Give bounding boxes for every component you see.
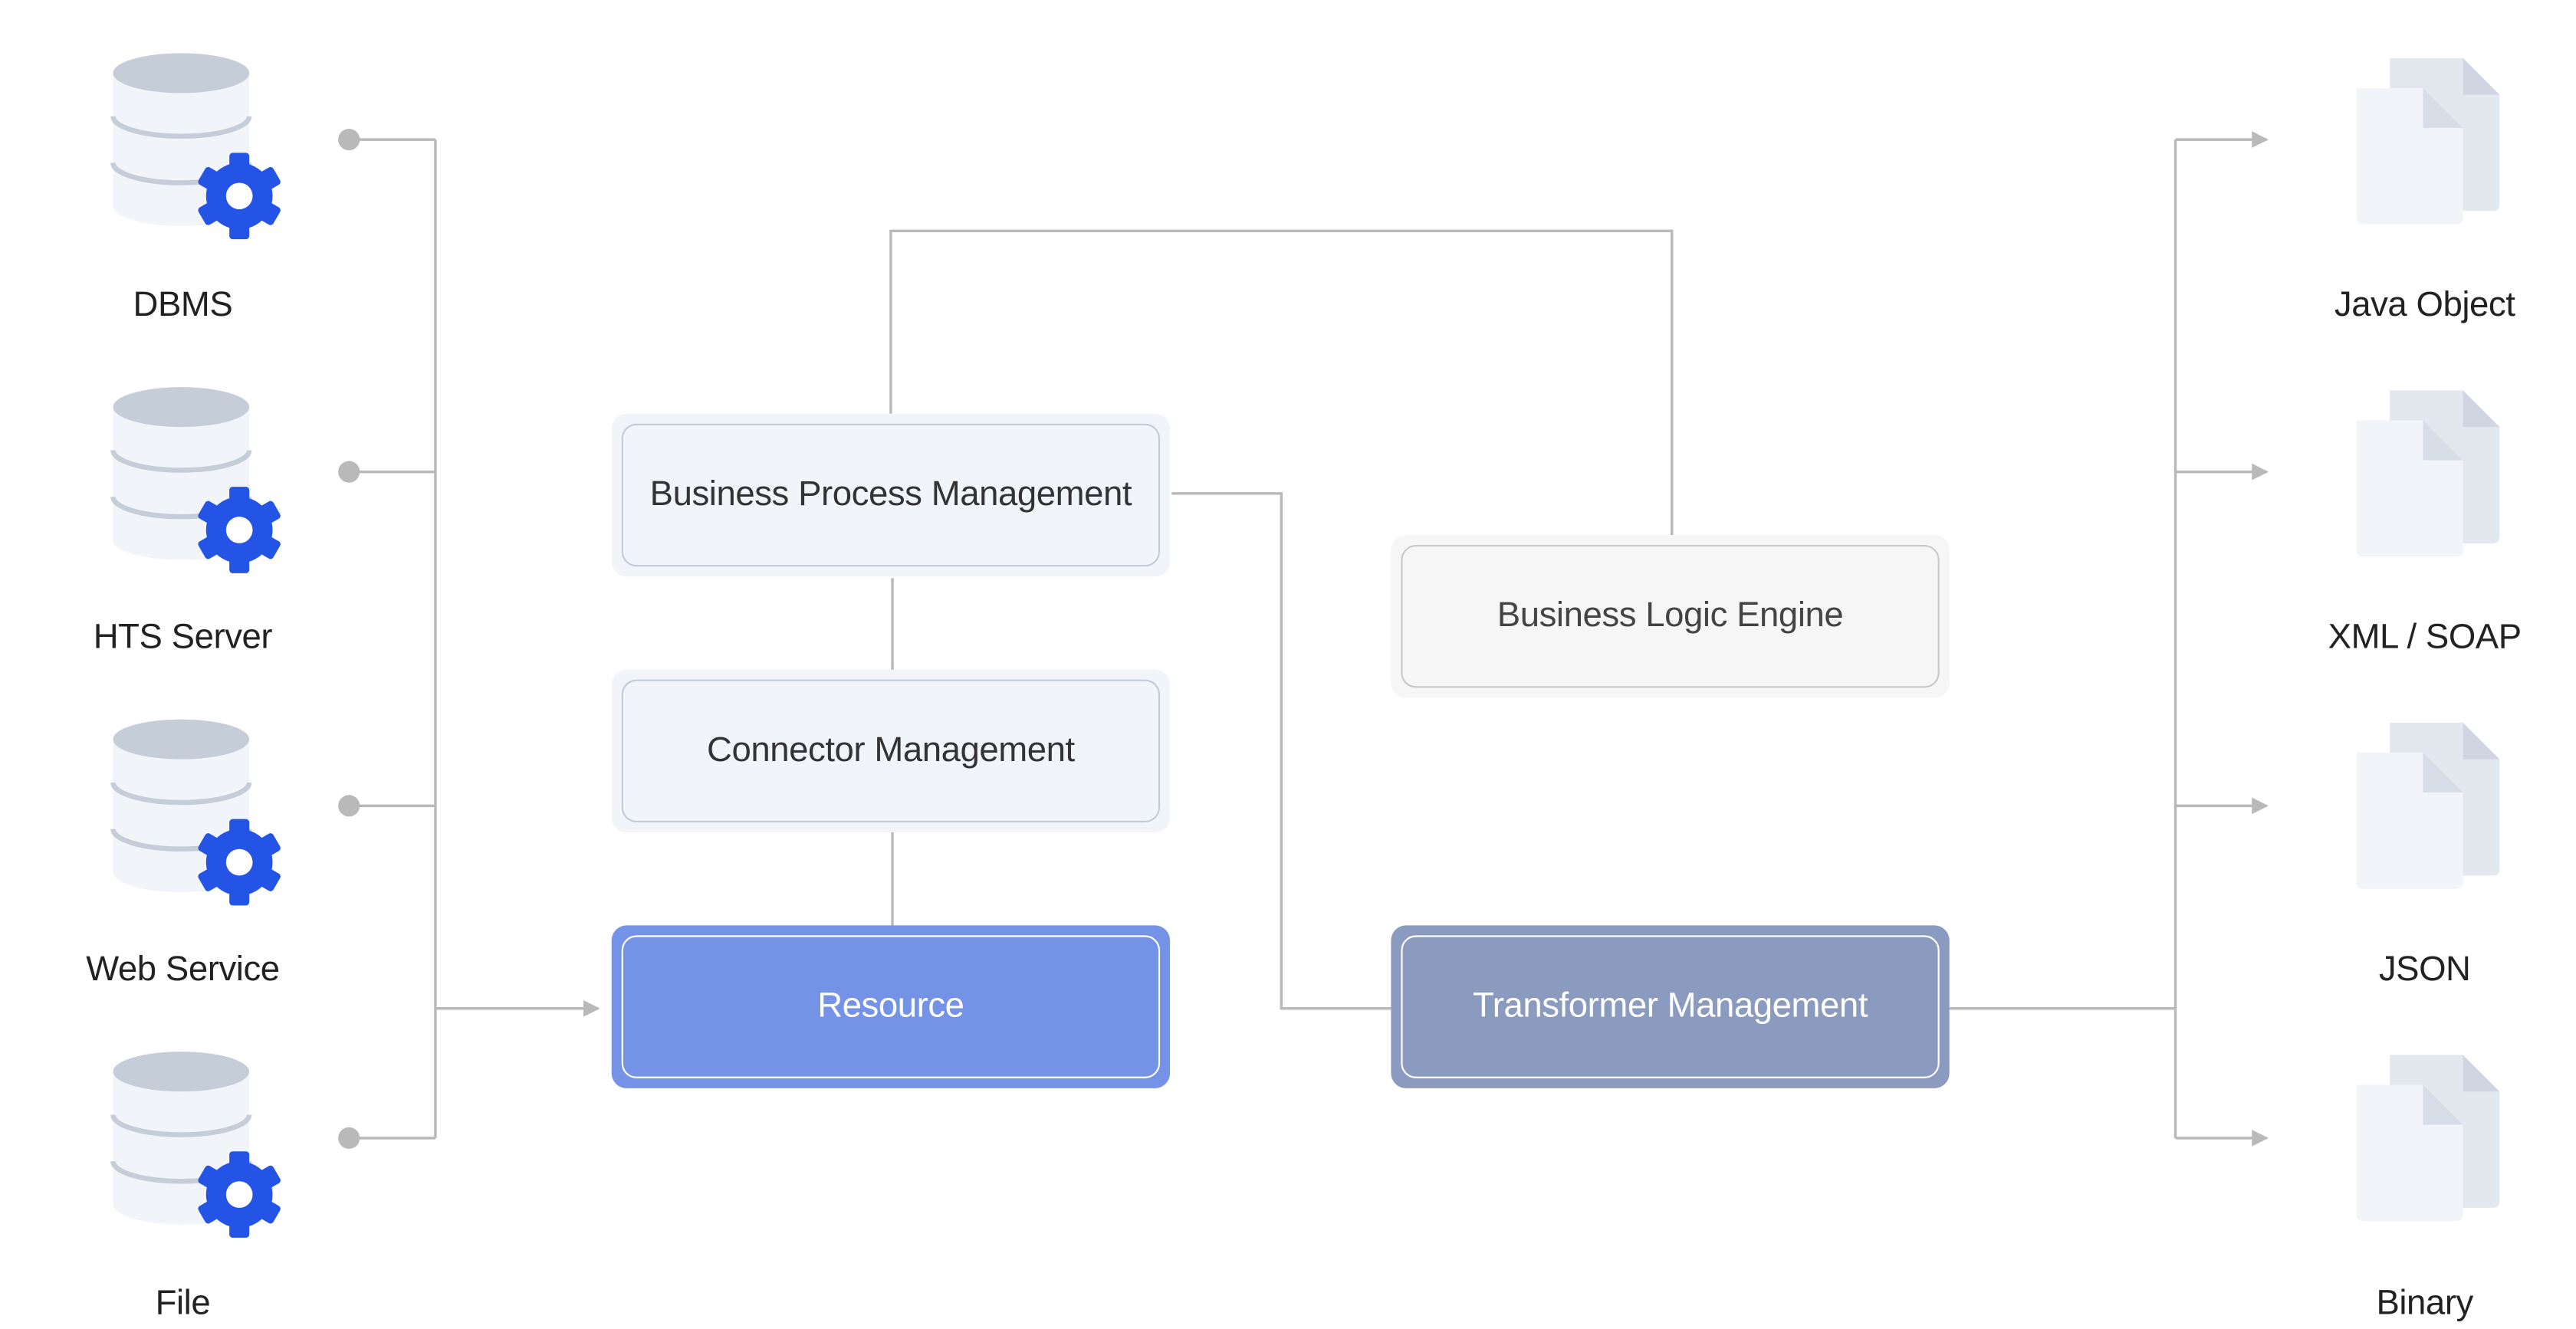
database-gear-icon [110,53,281,240]
database-gear-icon [110,387,281,573]
connector-module-label: Connector Management [621,679,1161,823]
source-dot-dbms [338,128,360,151]
connector-module: Connector Management [611,669,1171,833]
resource-module: Resource [611,925,1171,1088]
logic-engine-module-label: Business Logic Engine [1401,545,1940,688]
source-dot-file [338,1127,360,1149]
source-label-dbms: DBMS [133,285,233,324]
source-dot-web [338,795,360,817]
bpm-engine-loop [889,229,1674,535]
output-label-xml-soap: XML / SOAP [2328,618,2522,657]
source-label-web-service: Web Service [86,950,280,989]
bpm-module: Business Process Management [611,413,1171,577]
logic-engine-module: Business Logic Engine [1391,534,1950,698]
bpm-transformer-link [1171,492,1393,1010]
transformer-module: Transformer Management [1391,925,1950,1088]
output-label-java-object: Java Object [2334,285,2515,324]
database-gear-icon [110,1052,281,1238]
source-label-hts-server: HTS Server [93,618,273,657]
output-label-json: JSON [2378,950,2471,989]
source-dot-hts [338,461,360,483]
output-label-binary: Binary [2376,1284,2473,1323]
resource-module-label: Resource [621,935,1161,1078]
document-stack-icon [2356,57,2500,225]
bpm-module-label: Business Process Management [621,423,1161,567]
document-stack-icon [2356,1055,2500,1222]
source-label-file: File [155,1284,211,1323]
document-stack-icon [2356,390,2500,557]
transformer-module-label: Transformer Management [1401,935,1940,1078]
document-stack-icon [2356,722,2500,889]
database-gear-icon [110,719,281,906]
